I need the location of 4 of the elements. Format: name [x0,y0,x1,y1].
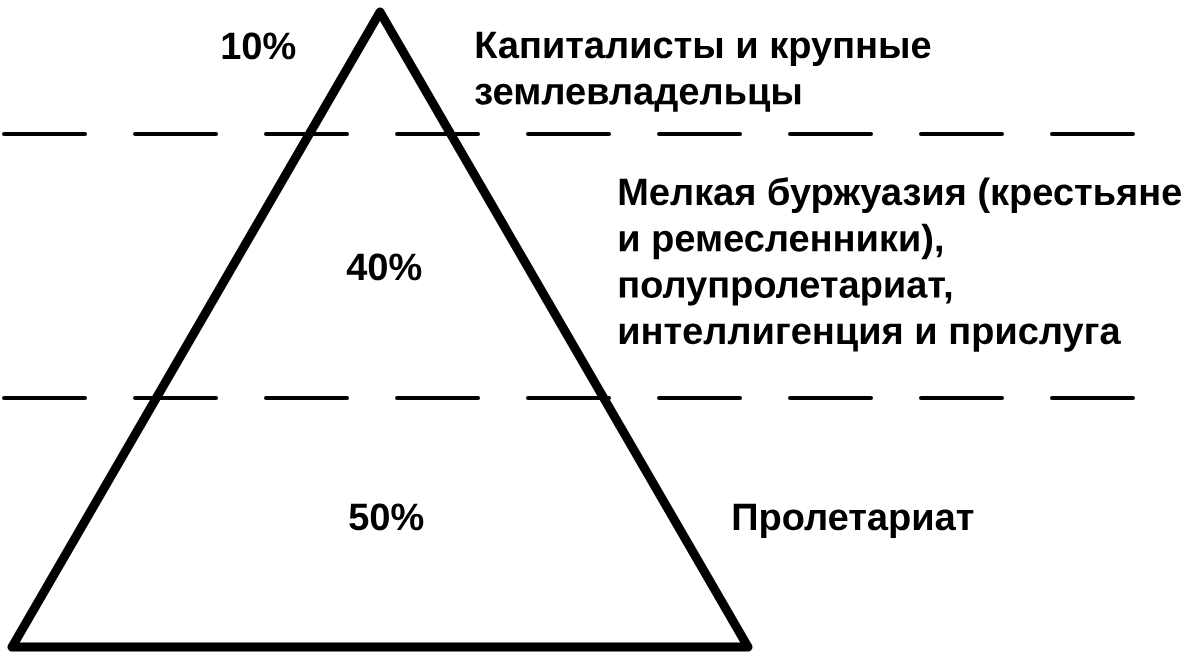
class-label: Мелкая буржуазия (крестьяне и ремесленники), полупролетариат, интеллигенция и прислуга [619,177,1181,352]
class-label: Капиталисты и крупные землевладельцы [475,31,931,112]
class-label: Пролетариат [733,503,974,538]
pyramid-tier: 40% [151,129,609,403]
